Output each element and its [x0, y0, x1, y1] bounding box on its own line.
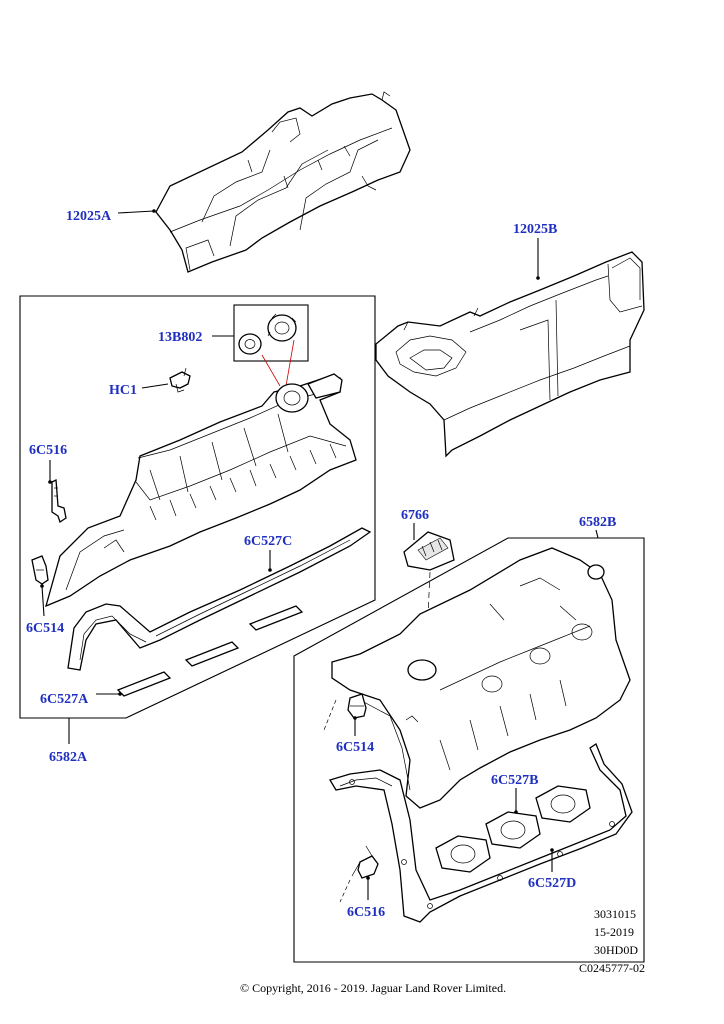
engine-cover-12025A-drawing — [155, 91, 411, 273]
label-6766[interactable]: 6766 — [401, 508, 429, 523]
grommet-6C514-right-drawing — [347, 693, 367, 719]
leader-12025A — [117, 209, 156, 214]
ref-line-4: C0245777-02 — [579, 961, 645, 975]
leader-6C527B — [514, 788, 518, 814]
label-HC1[interactable]: HC1 — [109, 383, 137, 398]
oil-filler-cap-6766-drawing — [403, 531, 455, 571]
label-6C516-left[interactable]: 6C516 — [29, 443, 67, 458]
label-12025A[interactable]: 12025A — [66, 209, 112, 224]
leader-6C527D — [550, 848, 554, 872]
leader-6C527A — [96, 692, 122, 696]
label-6C514-left[interactable]: 6C514 — [26, 621, 64, 636]
label-6C527C[interactable]: 6C527C — [244, 534, 292, 549]
label-12025B[interactable]: 12025B — [513, 222, 557, 237]
label-6582A[interactable]: 6582A — [49, 750, 88, 765]
label-6C516-right[interactable]: 6C516 — [347, 905, 385, 920]
leader-6C514-left — [40, 584, 45, 617]
ref-line-3: 30HD0D — [594, 943, 638, 957]
gasket-6C527D-drawing — [329, 743, 633, 923]
label-6C527D[interactable]: 6C527D — [528, 876, 576, 891]
ref-line-1: 3031015 — [594, 907, 636, 921]
clip-HC1-drawing — [169, 367, 191, 393]
camshaft-cover-left-drawing — [45, 373, 357, 608]
label-6C527A[interactable]: 6C527A — [40, 692, 89, 707]
leader-6C516-left — [48, 460, 52, 484]
leader-6582B — [595, 529, 599, 539]
label-6582B[interactable]: 6582B — [579, 515, 616, 530]
camshaft-cover-right-drawing — [331, 547, 631, 809]
label-13B802[interactable]: 13B802 — [158, 330, 202, 345]
leader-6C516-right — [366, 876, 370, 900]
gasket-6C527C-drawing — [67, 527, 372, 671]
leader-6C514-right — [353, 716, 357, 736]
leader-HC1 — [141, 383, 169, 389]
grommet-axis-line — [323, 699, 337, 731]
pcv-valve-parts-drawing — [238, 313, 297, 355]
copyright-notice: © Copyright, 2016 - 2019. Jaguar Land Ro… — [240, 981, 506, 995]
leader-6C527C — [268, 550, 272, 572]
label-6C527B[interactable]: 6C527B — [491, 773, 538, 788]
highlight-leader-2 — [285, 339, 295, 387]
leader-12025B — [536, 238, 540, 280]
bolt-axis-line — [339, 879, 351, 903]
inset-13B802 — [233, 304, 309, 362]
bolt-6C516-right-drawing — [351, 845, 379, 879]
seals-6C527B-drawing — [435, 785, 591, 873]
grommet-6C514-left-drawing — [31, 555, 49, 585]
frame-6582A — [19, 295, 376, 719]
bolt-6C516-left-drawing — [51, 478, 67, 524]
frame-6582B — [293, 537, 645, 963]
label-6C514-right[interactable]: 6C514 — [336, 740, 374, 755]
ref-line-2: 15-2019 — [594, 925, 634, 939]
engine-cover-12025B-drawing — [375, 251, 645, 458]
highlight-leader-1 — [261, 354, 281, 387]
gaskets-6C527A-drawing — [116, 605, 304, 697]
